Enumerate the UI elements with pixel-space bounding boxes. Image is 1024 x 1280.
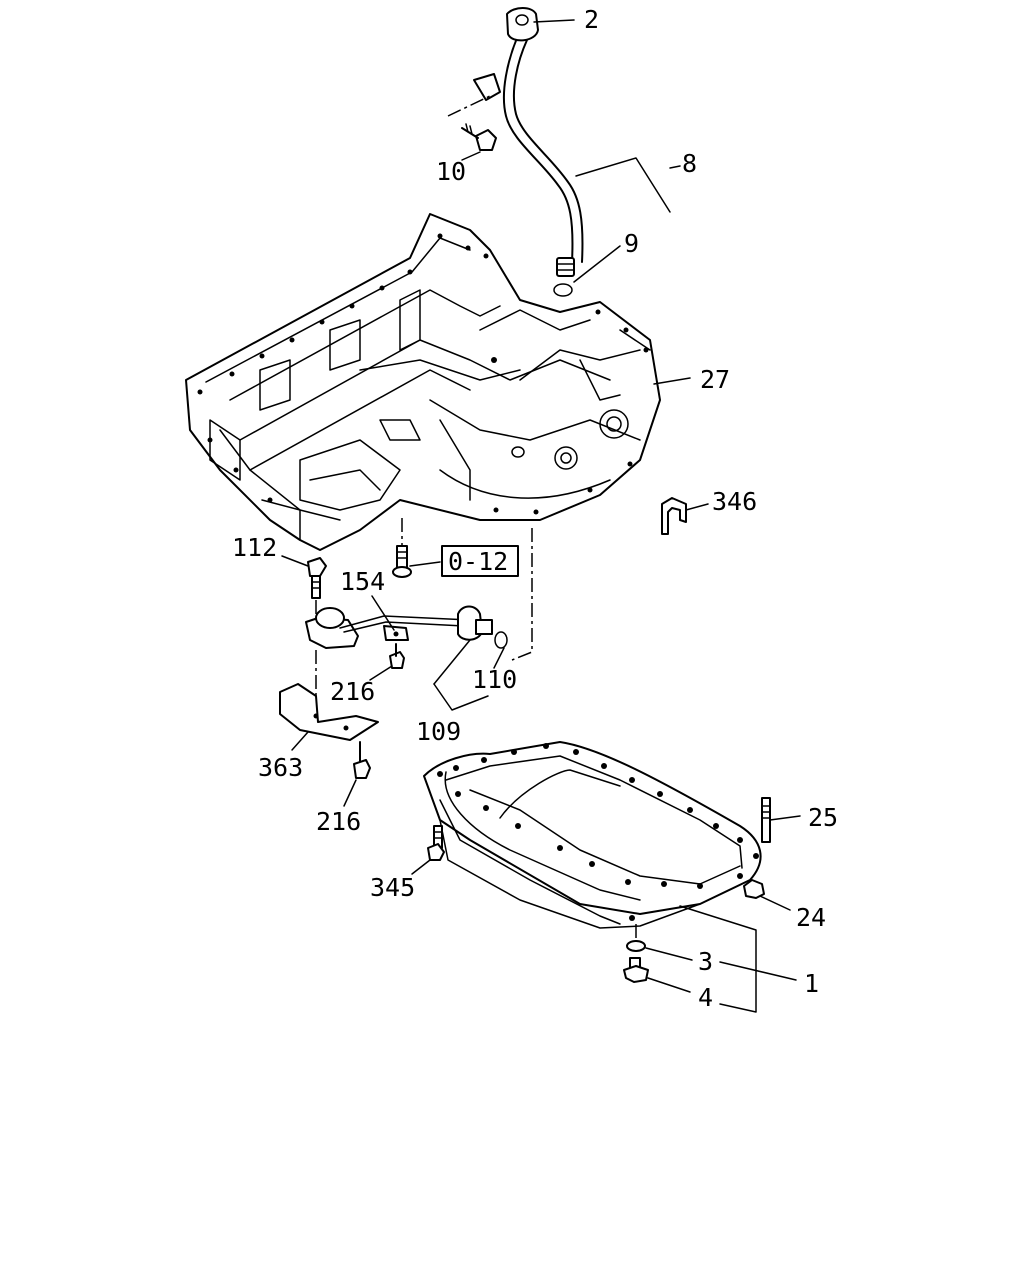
callout-109: 109 xyxy=(416,717,461,746)
reference-box-0-12 xyxy=(441,545,519,577)
callout-0-12: 0-12 xyxy=(448,547,508,576)
callout-363: 363 xyxy=(258,753,303,782)
oil-level-sensor xyxy=(305,605,508,649)
bolt-216-upper xyxy=(389,643,405,669)
callout-8: 8 xyxy=(682,149,697,178)
washer-3 xyxy=(626,940,646,952)
callout-154: 154 xyxy=(340,567,385,596)
callout-110: 110 xyxy=(472,665,517,694)
bracket-363 xyxy=(279,683,379,741)
callout-345: 345 xyxy=(370,873,415,902)
leader-lines xyxy=(281,19,801,1013)
o-ring-9 xyxy=(553,283,573,297)
nut-24 xyxy=(743,879,765,899)
dipstick-tube xyxy=(473,7,584,277)
callout-9: 9 xyxy=(624,229,639,258)
callout-216-lower: 216 xyxy=(316,807,361,836)
callout-346: 346 xyxy=(712,487,757,516)
clip-346 xyxy=(661,497,687,535)
callout-27: 27 xyxy=(700,365,730,394)
callout-labels: 2 8 9 10 27 346 112 154 0-12 216 110 109… xyxy=(232,5,838,1012)
stud-25 xyxy=(761,797,771,843)
callout-1: 1 xyxy=(804,969,819,998)
callout-4: 4 xyxy=(698,983,713,1012)
bolt-112 xyxy=(307,557,327,616)
bolt-0-12 xyxy=(392,518,412,578)
upper-oil-pan xyxy=(185,213,661,551)
callout-3: 3 xyxy=(698,947,713,976)
callout-216-upper: 216 xyxy=(330,677,375,706)
lower-oil-pan xyxy=(423,741,762,929)
bolt-216-lower xyxy=(353,741,371,779)
bolt-10 xyxy=(461,123,497,151)
callout-24: 24 xyxy=(796,903,826,932)
drain-plug-4 xyxy=(623,957,649,983)
callout-25: 25 xyxy=(808,803,838,832)
callout-10: 10 xyxy=(436,157,466,186)
bolt-345 xyxy=(427,825,445,861)
callout-112: 112 xyxy=(232,533,277,562)
callout-2: 2 xyxy=(584,5,599,34)
